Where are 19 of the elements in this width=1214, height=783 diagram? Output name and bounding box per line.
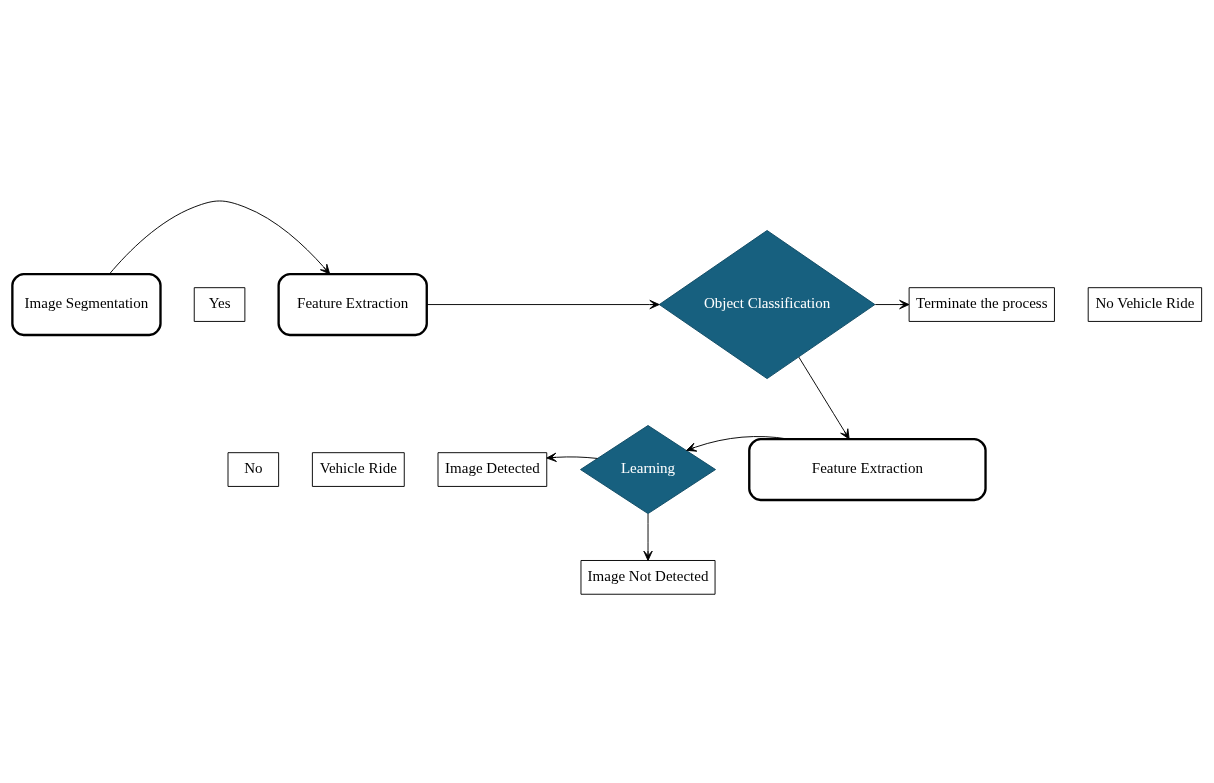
arrow [108, 200, 331, 275]
node-box: Image Not Detected [580, 559, 716, 595]
node-diamond: Object Classification [658, 229, 876, 379]
node-box: Yes [193, 286, 246, 322]
arrow [874, 299, 910, 309]
node-box: Feature Extraction [277, 272, 428, 336]
arrow [686, 435, 789, 452]
arrow [426, 299, 660, 309]
arrow [643, 512, 653, 561]
node-box: Vehicle Ride [311, 451, 405, 487]
node-box: Terminate the process [908, 286, 1055, 322]
node-box: No [227, 451, 280, 487]
node-box: Image Segmentation [11, 272, 162, 336]
node-box: Image Detected [437, 451, 548, 487]
arrow [798, 356, 850, 439]
node-box: No Vehicle Ride [1087, 286, 1203, 322]
node-diamond: Learning [580, 424, 716, 514]
arrow [546, 452, 598, 462]
node-box: Feature Extraction [748, 437, 987, 501]
